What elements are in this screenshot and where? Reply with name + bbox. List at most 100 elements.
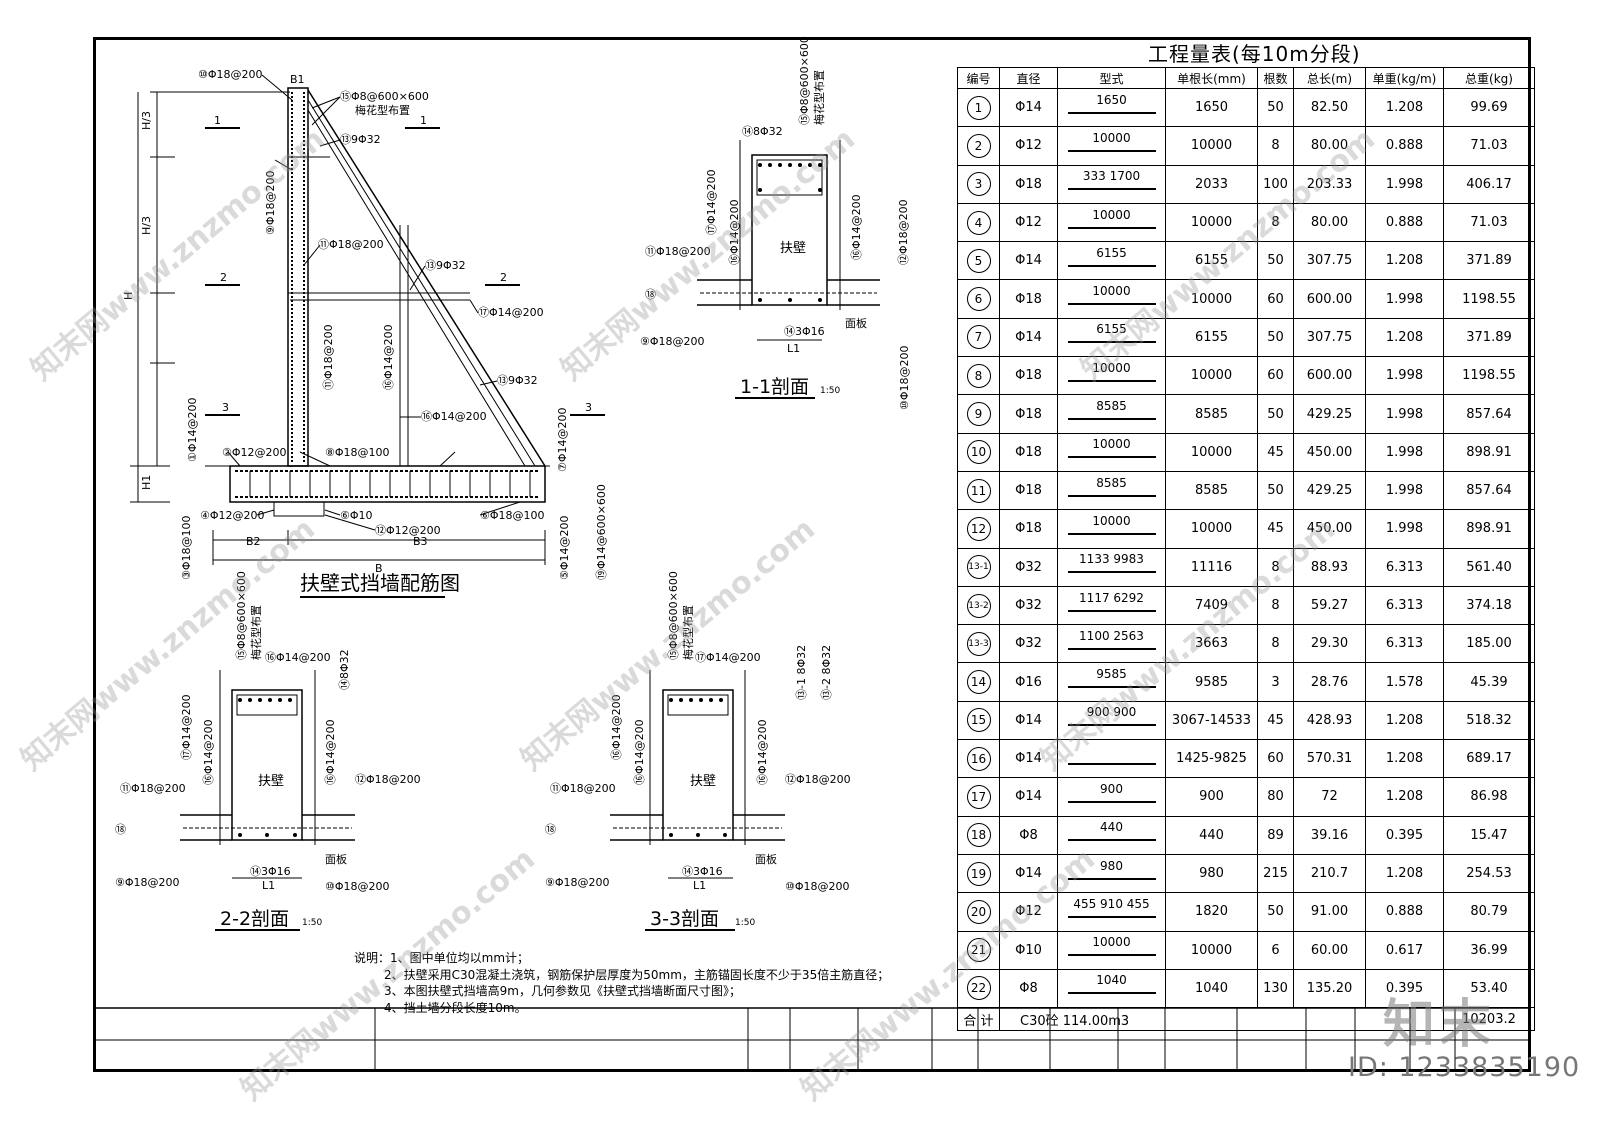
sec2-s18: ⑱ xyxy=(115,823,126,836)
sec3-s18: ⑱ xyxy=(545,823,556,836)
sec3-s11: ⑪Φ18@200 xyxy=(550,782,616,795)
cell-diameter: Φ14 xyxy=(999,700,1058,741)
cell-total-length: 80.00 xyxy=(1293,202,1366,243)
rebar-shape-sketch: 10000 xyxy=(1064,208,1160,233)
sec2-s16: ⑯Φ14@200 xyxy=(265,651,331,664)
rebar-shape-sketch: 1133 9983 xyxy=(1064,552,1160,577)
col-header-dia: 直径 xyxy=(999,67,1058,89)
rebar-line xyxy=(1067,379,1156,382)
main-drawing-title: 扶壁式挡墙配筋图 xyxy=(300,571,460,595)
cell-count: 45 xyxy=(1257,509,1294,549)
cell-length: 10000 xyxy=(1165,356,1258,396)
sec1-s10: ⑩Φ18@200 xyxy=(898,345,911,410)
rebar-line xyxy=(1067,609,1156,612)
sec1-fubi: 扶壁 xyxy=(780,241,806,256)
cell-diameter: Φ18 xyxy=(999,509,1058,549)
cell-total-weight: 254.53 xyxy=(1443,853,1535,894)
label-r13: ⑬9Φ32 xyxy=(340,133,381,146)
rebar-shape-label: 10000 xyxy=(1092,935,1131,950)
cell-diameter: Φ8 xyxy=(999,968,1058,1009)
cell-length: 1040 xyxy=(1165,968,1258,1009)
cell-shape: 9585 xyxy=(1057,662,1166,702)
rebar-shape-label: 1040 xyxy=(1096,973,1127,988)
cell-count: 3 xyxy=(1257,662,1294,702)
row-number-badge: 7 xyxy=(966,325,991,350)
cell-unit-weight: 0.395 xyxy=(1365,968,1444,1009)
cell-count: 60 xyxy=(1257,739,1294,779)
cell-diameter: Φ12 xyxy=(999,892,1058,932)
dim-h1: H1 xyxy=(140,475,153,490)
cell-unit-weight: 0.888 xyxy=(1365,126,1444,166)
rebar-shape-sketch: 333 1700 xyxy=(1064,169,1160,194)
sec1-s17: ⑰Φ14@200 xyxy=(705,169,718,235)
cell-shape: 455 910 455 xyxy=(1057,892,1166,932)
row-number-badge: 13-1 xyxy=(966,555,991,580)
rebar-line xyxy=(1067,418,1156,421)
cell-length: 9585 xyxy=(1165,662,1258,702)
sec2-s16: ⑯Φ14@200 xyxy=(202,719,215,785)
cell-total-length: 80.00 xyxy=(1293,126,1366,166)
cell-length: 10000 xyxy=(1165,432,1258,472)
row-number-badge: 15 xyxy=(966,708,991,733)
cell-no: 19 xyxy=(957,853,1000,894)
rebar-shape-label: 1117 6292 xyxy=(1079,590,1144,605)
rebar-shape-label: 10000 xyxy=(1092,513,1131,528)
rebar-shape-label: 1650 xyxy=(1096,92,1127,107)
rebar-line xyxy=(1067,188,1156,191)
row-number-badge: 2 xyxy=(966,133,991,158)
rebar-line xyxy=(1067,686,1156,689)
sec2-s14b: ⑭3Φ16 xyxy=(250,865,291,878)
row-number-badge: 6 xyxy=(966,287,991,312)
cell-no: 18 xyxy=(957,815,1000,855)
rebar-line xyxy=(1067,762,1156,765)
section-3-scale: 1:50 xyxy=(735,918,755,928)
rebar-shape-label: 980 xyxy=(1100,858,1123,873)
cell-total-weight: 53.40 xyxy=(1443,968,1535,1009)
cell-length: 7409 xyxy=(1165,585,1258,626)
cell-length: 8585 xyxy=(1165,470,1258,511)
rebar-line xyxy=(1067,303,1156,306)
cell-shape: 6155 xyxy=(1057,317,1166,358)
cell-total-length: 307.75 xyxy=(1293,317,1366,358)
rebar-line xyxy=(1067,494,1156,497)
row-number-badge: 18 xyxy=(966,823,991,848)
cell-total-length: 600.00 xyxy=(1293,279,1366,319)
cell-no: 8 xyxy=(957,356,1000,396)
row-number-badge: 14 xyxy=(966,670,991,695)
cell-count: 50 xyxy=(1257,892,1294,932)
cell-count: 50 xyxy=(1257,394,1294,434)
cell-count: 60 xyxy=(1257,356,1294,396)
rebar-line xyxy=(1067,915,1156,918)
cell-total-weight: 15.47 xyxy=(1443,815,1535,855)
rebar-shape-sketch: 10000 xyxy=(1064,284,1160,309)
note-line: 3、本图扶壁式挡墙高9m，几何参数见《扶壁式挡墙断面尺寸图》； xyxy=(384,984,741,998)
sec3-s12: ⑫Φ18@200 xyxy=(785,773,851,786)
rebar-shape-sketch: 6155 xyxy=(1064,322,1160,347)
cell-total-weight: 374.18 xyxy=(1443,585,1535,626)
row-number-badge: 12 xyxy=(966,516,991,541)
cell-shape: 1117 6292 xyxy=(1057,585,1166,626)
row-number-badge: 16 xyxy=(966,746,991,771)
cell-total-length: 39.16 xyxy=(1293,815,1366,855)
cell-total-length: 450.00 xyxy=(1293,432,1366,472)
sec1-s15: ⑮Φ8@600×600 xyxy=(798,36,811,125)
cell-diameter: Φ14 xyxy=(999,241,1058,281)
cell-total-weight: 518.32 xyxy=(1443,700,1535,741)
row-number-badge: 11 xyxy=(966,478,991,503)
cell-length: 1820 xyxy=(1165,892,1258,932)
label-r10: ⑩Φ18@200 xyxy=(198,68,263,81)
sec2-l1: L1 xyxy=(262,879,275,892)
sec3-s15: ⑮Φ8@600×600 xyxy=(667,571,680,660)
cell-diameter: Φ16 xyxy=(999,662,1058,702)
cell-total-weight: 898.91 xyxy=(1443,509,1535,549)
cell-diameter: Φ32 xyxy=(999,624,1058,664)
rebar-shape-sketch: 900 900 xyxy=(1064,705,1160,730)
cell-no: 15 xyxy=(957,700,1000,741)
sec3-s17: ⑰Φ14@200 xyxy=(695,651,761,664)
row-number-badge: 13-2 xyxy=(966,593,991,618)
col-header-tot: 总长(m) xyxy=(1293,67,1366,89)
